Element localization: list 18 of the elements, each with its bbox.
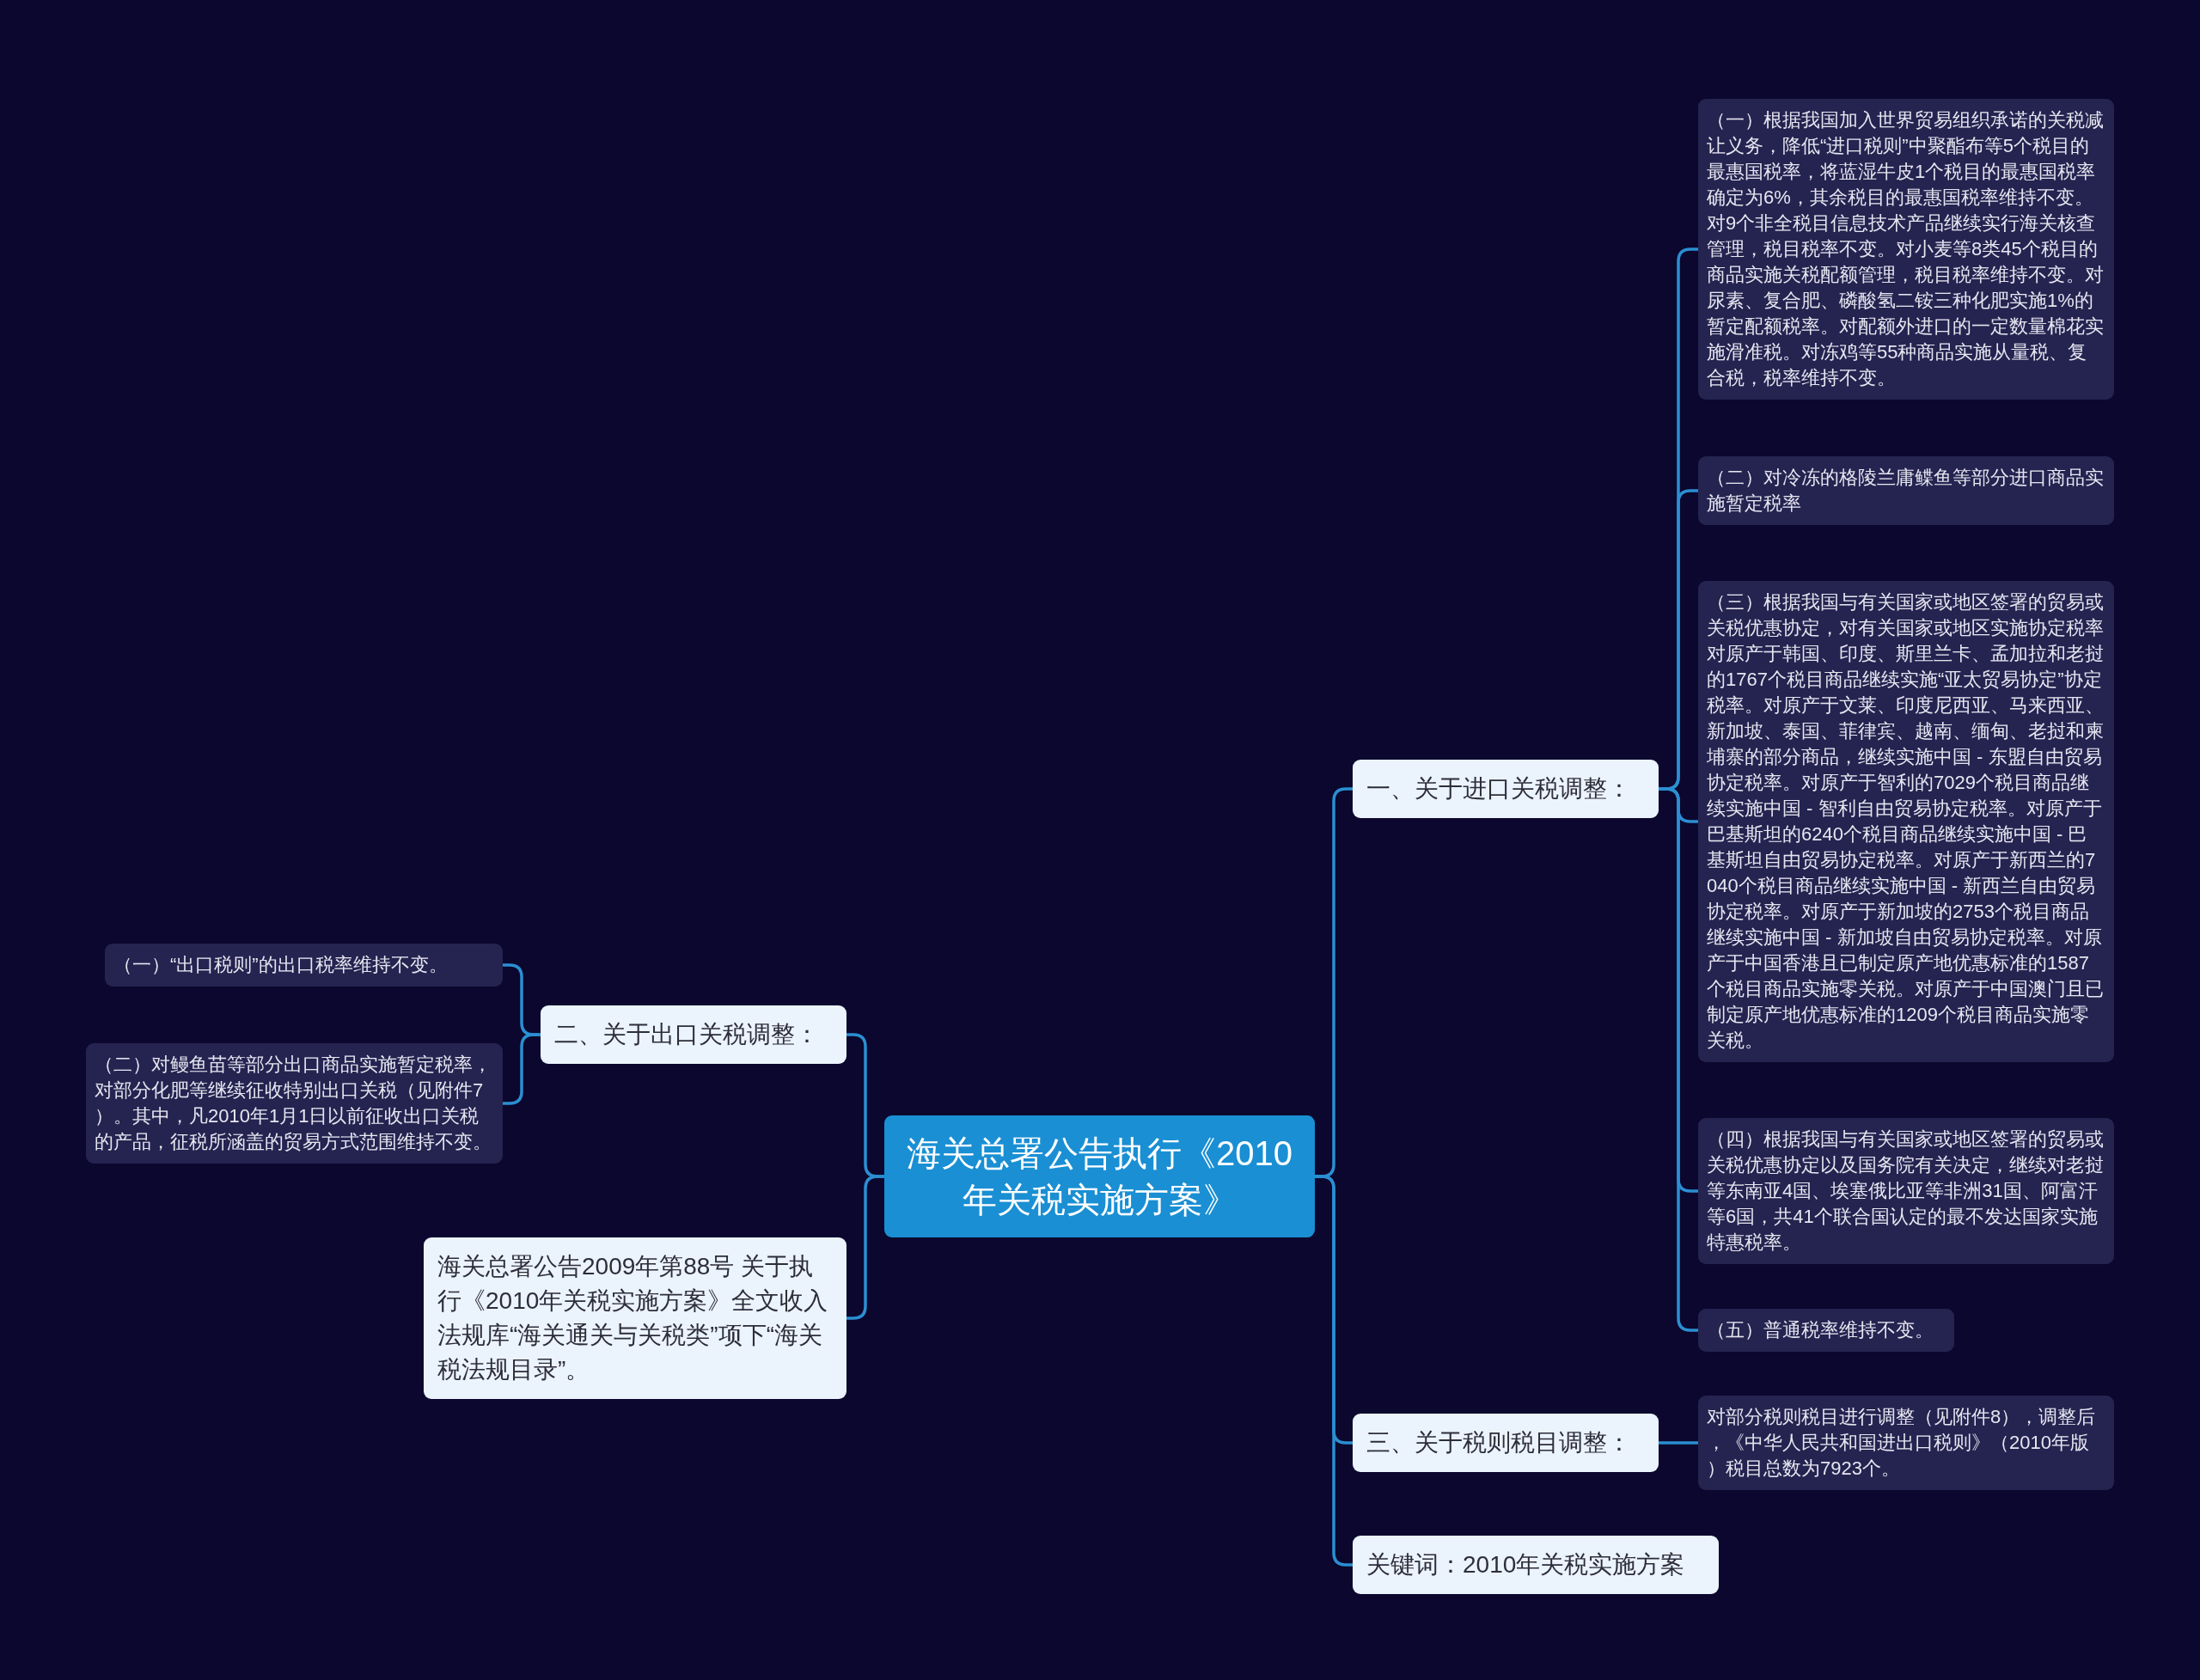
- detail-box: （五）普通税率维持不变。: [1698, 1309, 1954, 1352]
- detail-box: （二）对冷冻的格陵兰庸鲽鱼等部分进口商品实施暂定税率: [1698, 456, 2114, 525]
- detail-box: （一）“出口税则”的出口税率维持不变。: [105, 944, 503, 987]
- detail-box: （二）对鳗鱼苗等部分出口商品实施暂定税率，对部分化肥等继续征收特别出口关税（见附件7）。其中，凡2010年1月1日以前征收出口关税的产品，征税所涵盖的贸易方式范围维持不变。: [86, 1043, 503, 1164]
- topic-box: 一、关于进口关税调整：: [1353, 760, 1659, 818]
- detail-box: （一）根据我国加入世界贸易组织承诺的关税减让义务，降低“进口税则”中聚酯布等5个税目的最惠国税率，将蓝湿牛皮1个税目的最惠国税率确定为6%，其余税目的最惠国税率维持不变。对9个非全税目信息技术产品继续实行海关核查管理，税目税率不变。对小麦等8类45个税目的商品实施关税配额管理，税目税率维持不变。对尿素、复合肥、磷酸氢二铵三种化肥实施1%的暂定配额税率。对配额外进口的一定数量棉花实施滑准税。对冻鸡等55种商品实施从量税、复合税，税率维持不变。: [1698, 99, 2114, 400]
- connector-line: [503, 1033, 541, 1105]
- topic-box: 三、关于税则税目调整：: [1353, 1414, 1659, 1472]
- topic-box: 二、关于出口关税调整：: [541, 1005, 846, 1064]
- topic-box: 关键词：2010年关税实施方案: [1353, 1536, 1719, 1594]
- detail-box: 对部分税则税目进行调整（见附件8），调整后，《中华人民共和国进出口税则》（2010年版）税目总数为7923个。: [1698, 1396, 2114, 1490]
- connector-line: [1659, 1441, 1698, 1445]
- connector-line: [1315, 1175, 1353, 1567]
- topic-box: 海关总署公告2009年第88号 关于执行《2010年关税实施方案》全文收入法规库“海关通关与关税类”项下“海关税法规目录”。: [424, 1237, 846, 1399]
- detail-box: （四）根据我国与有关国家或地区签署的贸易或关税优惠协定以及国务院有关决定，继续对老挝等东南亚4国、埃塞俄比亚等非洲31国、阿富汗等6国，共41个联合国认定的最不发达国家实施特惠税率。: [1698, 1118, 2114, 1264]
- central-topic-box: 海关总署公告执行《2010年关税实施方案》: [884, 1115, 1315, 1237]
- connector-line: [846, 1175, 884, 1320]
- detail-box: （三）根据我国与有关国家或地区签署的贸易或关税优惠协定，对有关国家或地区实施协定税率对原产于韩国、印度、斯里兰卡、孟加拉和老挝的1767个税目商品继续实施“亚太贸易协定”协定税率。对原产于文莱、印度尼西亚、马来西亚、新加坡、泰国、菲律宾、越南、缅甸、老挝和柬埔寨的部分商品，继续实施中国 - 东盟自由贸易协定税率。对原产于智利的7029个税目商品继续实施中国 - 智利自由贸易协定税率。对原产于巴基斯坦的6240个税目商品继续实施中国 - 巴基斯坦自由贸易协定税率。对原产于新西兰的7040个税目商品继续实施中国 - 新西兰自由贸易协定税率。对原产于新加坡的2753个税目商品继续实施中国 - 新加坡自由贸易协定税率。对原产于中国香港且已制定原产地优惠标准的1587个税目商品实施零关税。对原产于中国澳门且已制定原产地优惠标准的1209个税目商品实施零关税。: [1698, 581, 2114, 1062]
